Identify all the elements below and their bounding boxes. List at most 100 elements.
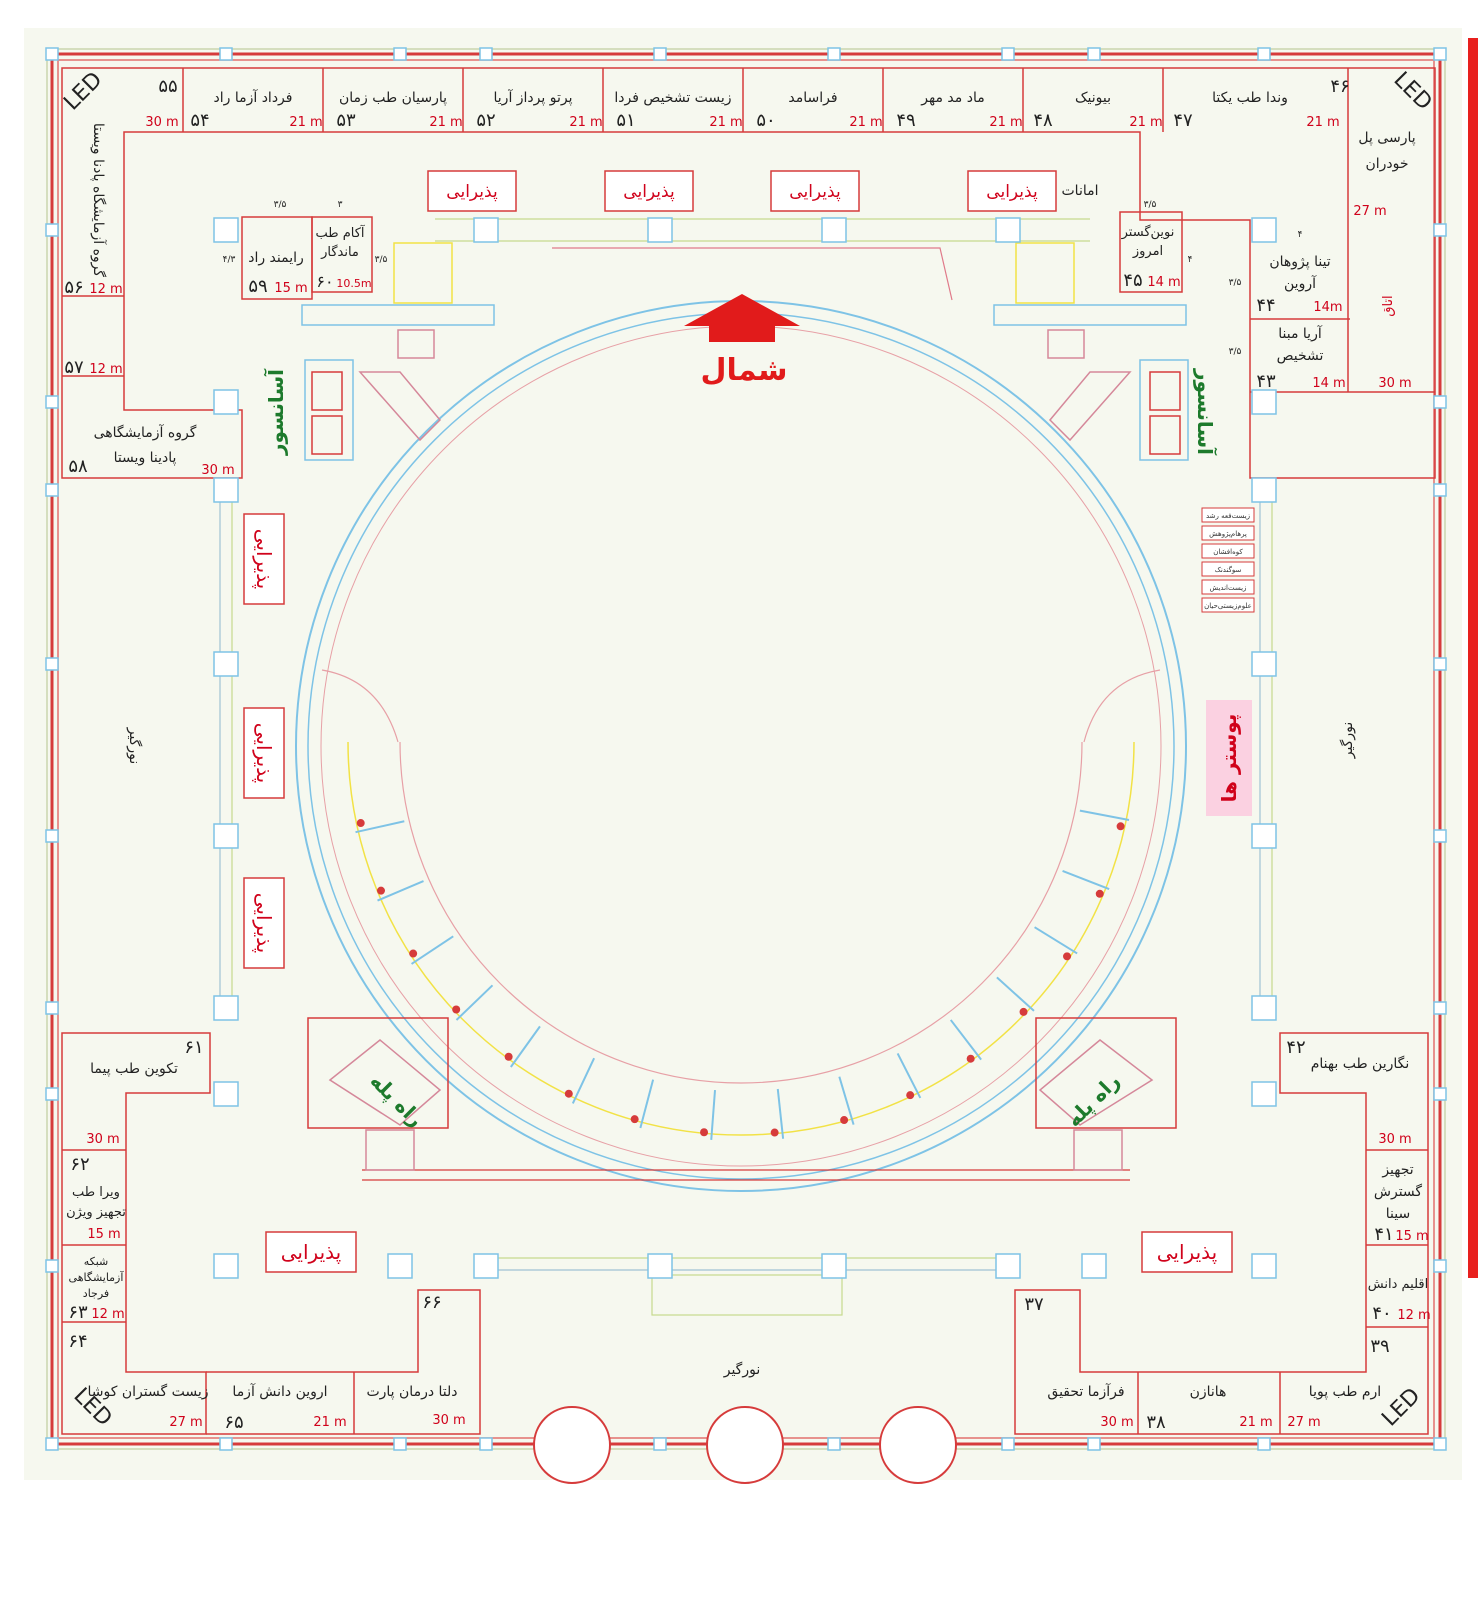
booth-56-size: 12 m [89, 282, 122, 297]
door-marker [504, 1052, 513, 1061]
booth-63-name2: آزمایشگاهی [69, 1270, 125, 1284]
rotunda-yellow-arc [347, 741, 1135, 1136]
booth-62-name2: تجهیز ویژن [66, 1205, 126, 1220]
booth-60-num: ۶۰ [316, 272, 333, 291]
booth-46-num: ۴۶ [1330, 76, 1349, 97]
window-marker [213, 389, 239, 415]
booth-37-size: 30 m [1100, 1415, 1133, 1430]
se-booth-zone [1014, 1032, 1429, 1435]
window-marker [1251, 217, 1277, 243]
rotunda-offices [355, 809, 1130, 1140]
booth-38-size: 21 m [1239, 1415, 1272, 1430]
window-marker [213, 1253, 239, 1279]
elevator-label-east: آسانسور [1193, 368, 1218, 456]
booth-47-num: ۴۷ [1173, 110, 1193, 131]
booth-40-size: 12 m [1397, 1308, 1430, 1323]
booth-37-num: ۳۷ [1024, 1294, 1044, 1315]
booth-51-size: 21 m [709, 115, 742, 130]
window-markers [45, 47, 1447, 1451]
window-marker [1433, 223, 1447, 237]
window-marker [647, 217, 673, 243]
booth-65-size: 21 m [313, 1415, 346, 1430]
booth-63-name3: فرجاد [83, 1287, 109, 1300]
booth-54-num: ۵۴ [190, 110, 209, 131]
window-marker [1001, 1437, 1015, 1451]
entrance-circle-3 [879, 1406, 957, 1484]
reception-label: پذیرایی [251, 723, 276, 783]
booth-47-name: وندا طب یکتا [1212, 90, 1288, 106]
door-marker [906, 1091, 915, 1100]
booth-aux-size: 30 m [1378, 376, 1411, 391]
booth-52-num: ۵۲ [476, 110, 495, 131]
window-marker [995, 217, 1021, 243]
window-marker [45, 47, 59, 61]
dim-label: ۳/۵ [375, 255, 388, 265]
window-marker [1433, 395, 1447, 409]
window-marker [479, 47, 493, 61]
window-marker [219, 47, 233, 61]
booth-60-box [311, 216, 373, 293]
dim-label: ۳/۵ [274, 200, 287, 210]
booth-41-num: ۴۱ [1374, 1224, 1393, 1245]
door-marker [1019, 1007, 1028, 1016]
booth-51-name: زیست تشخیص فردا [614, 90, 731, 106]
poster-item-box [1201, 579, 1255, 595]
window-marker [1433, 1001, 1447, 1015]
window-marker [1001, 47, 1015, 61]
north-label: شمال [701, 353, 788, 388]
west-arc [321, 669, 399, 743]
booth-42-num: ۴۲ [1286, 1037, 1305, 1058]
north-hall-line [552, 247, 953, 301]
elevator-label-west: آسانسور [263, 368, 288, 456]
booth-53-num: ۵۳ [336, 110, 356, 131]
booth-63-size: 12 m [91, 1307, 124, 1322]
booth-51-num: ۵۱ [616, 110, 635, 131]
booth-59-name: رایمند راد [248, 250, 304, 266]
window-marker [1433, 47, 1447, 61]
window-marker [393, 47, 407, 61]
window-marker [1433, 1437, 1447, 1451]
booth-parsi-size: 27 m [1353, 204, 1386, 219]
reception-label: پذیرایی [623, 182, 675, 202]
dim-label: ۴ [1188, 255, 1193, 265]
east-column-booths: نوین‌گستر امروز ۴۵ 14 m ۳/۵ ۴ پارسی پل خ… [1121, 130, 1416, 392]
booth-45-size: 14 m [1147, 275, 1180, 290]
booth-66-name: دلتا درمان پارت [366, 1384, 457, 1400]
booth-42-name: نگارین طب بهنام [1311, 1055, 1410, 1072]
dim-label: ۳ [338, 200, 343, 210]
booth-64-size: 27 m [169, 1415, 202, 1430]
window-marker [1433, 1259, 1447, 1273]
poster-item: زیست‌اندیش [1210, 584, 1247, 592]
poster-item: پرهام‌پژوهش [1209, 530, 1247, 538]
booth-parsi-name1: پارسی پل [1358, 130, 1415, 146]
booth-45-name1: نوین‌گستر [1121, 224, 1175, 240]
booth-44-name2: آروین [1284, 275, 1317, 292]
booth-57-size: 12 m [89, 362, 122, 377]
booth-49-size: 21 m [989, 115, 1022, 130]
window-marker [1433, 829, 1447, 843]
office-partition [838, 1076, 855, 1125]
booth-55-num: ۵۵ [158, 76, 177, 97]
window-marker [647, 1253, 673, 1279]
entrance-circle-1 [533, 1406, 611, 1484]
south-west-booths: ۶۱ تکوین طب پیما 30 m ۶۲ ویرا طب تجهیز و… [66, 1037, 466, 1433]
office-partition [377, 880, 424, 902]
door-marker [840, 1116, 849, 1125]
window-marker [213, 477, 239, 503]
office-partition [410, 935, 454, 965]
booth-53-name: پارسیان طب زمان [339, 90, 447, 106]
rotunda-inner-arc [399, 741, 1083, 1084]
booth-45-num: ۴۵ [1123, 270, 1142, 291]
reception-south: پذیرایی پذیرایی [265, 1231, 1233, 1273]
booth-50-size: 21 m [849, 115, 882, 130]
booth-48-size: 21 m [1129, 115, 1162, 130]
dim-label: ۴ [1298, 230, 1303, 240]
window-marker [45, 483, 59, 497]
north-row-dividers [62, 68, 1435, 1434]
door-marker [1116, 822, 1125, 831]
corridor-lines [219, 218, 1273, 1316]
booth-55-size: 30 m [145, 115, 178, 130]
posters-box [1206, 700, 1252, 816]
booth-52-name: پرتو پرداز آریا [494, 89, 573, 106]
